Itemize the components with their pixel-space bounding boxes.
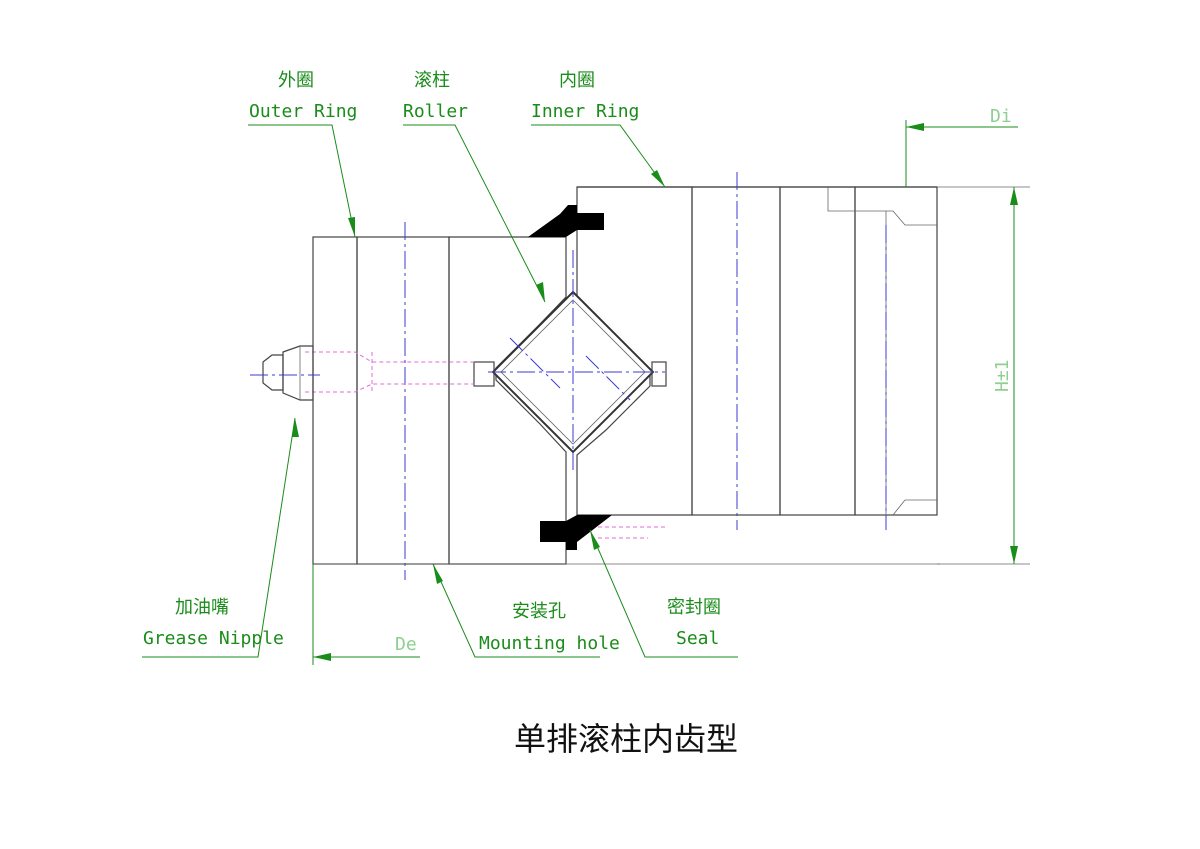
leader-seal: 密封圈 Seal [589, 529, 738, 658]
seal-top [528, 205, 604, 237]
outer-ring-label-cn: 外圈 [278, 70, 314, 91]
h-label: H±1 [992, 359, 1013, 392]
mounting-hole-label-en: Mounting hole [479, 633, 620, 654]
seal-bottom [540, 515, 612, 550]
leader-roller: 滚柱 Roller [403, 70, 546, 303]
grease-nipple [250, 345, 320, 401]
leader-outer-ring: 外圈 Outer Ring [248, 70, 357, 238]
mounting-hole-label-cn: 安装孔 [512, 601, 566, 622]
mounting-hole-centerlines [404, 172, 887, 580]
de-label: De [395, 634, 417, 655]
grease-nipple-label-cn: 加油嘴 [175, 597, 229, 618]
di-label: Di [990, 106, 1012, 127]
diagram-title: 单排滚柱内齿型 [514, 720, 738, 758]
grease-passage [305, 351, 665, 539]
inner-ring-label-en: Inner Ring [531, 101, 639, 122]
outer-ring [312, 236, 940, 565]
inner-ring-label-cn: 内圈 [559, 70, 595, 91]
dimension-di: Di [905, 106, 1018, 187]
seal-label-cn: 密封圈 [667, 597, 721, 618]
seal-label-en: Seal [676, 628, 719, 649]
roller [473, 250, 667, 470]
grease-nipple-label-en: Grease Nipple [143, 628, 284, 649]
leader-mounting-hole: 安装孔 Mounting hole [432, 563, 620, 658]
leader-grease-nipple: 加油嘴 Grease Nipple [142, 417, 299, 658]
outer-ring-label-en: Outer Ring [249, 101, 357, 122]
roller-label-en: Roller [403, 101, 468, 122]
dimension-h: H±1 [992, 187, 1018, 564]
dimension-de: De [312, 564, 420, 665]
roller-label-cn: 滚柱 [414, 70, 450, 91]
leader-inner-ring: 内圈 Inner Ring [531, 70, 666, 188]
